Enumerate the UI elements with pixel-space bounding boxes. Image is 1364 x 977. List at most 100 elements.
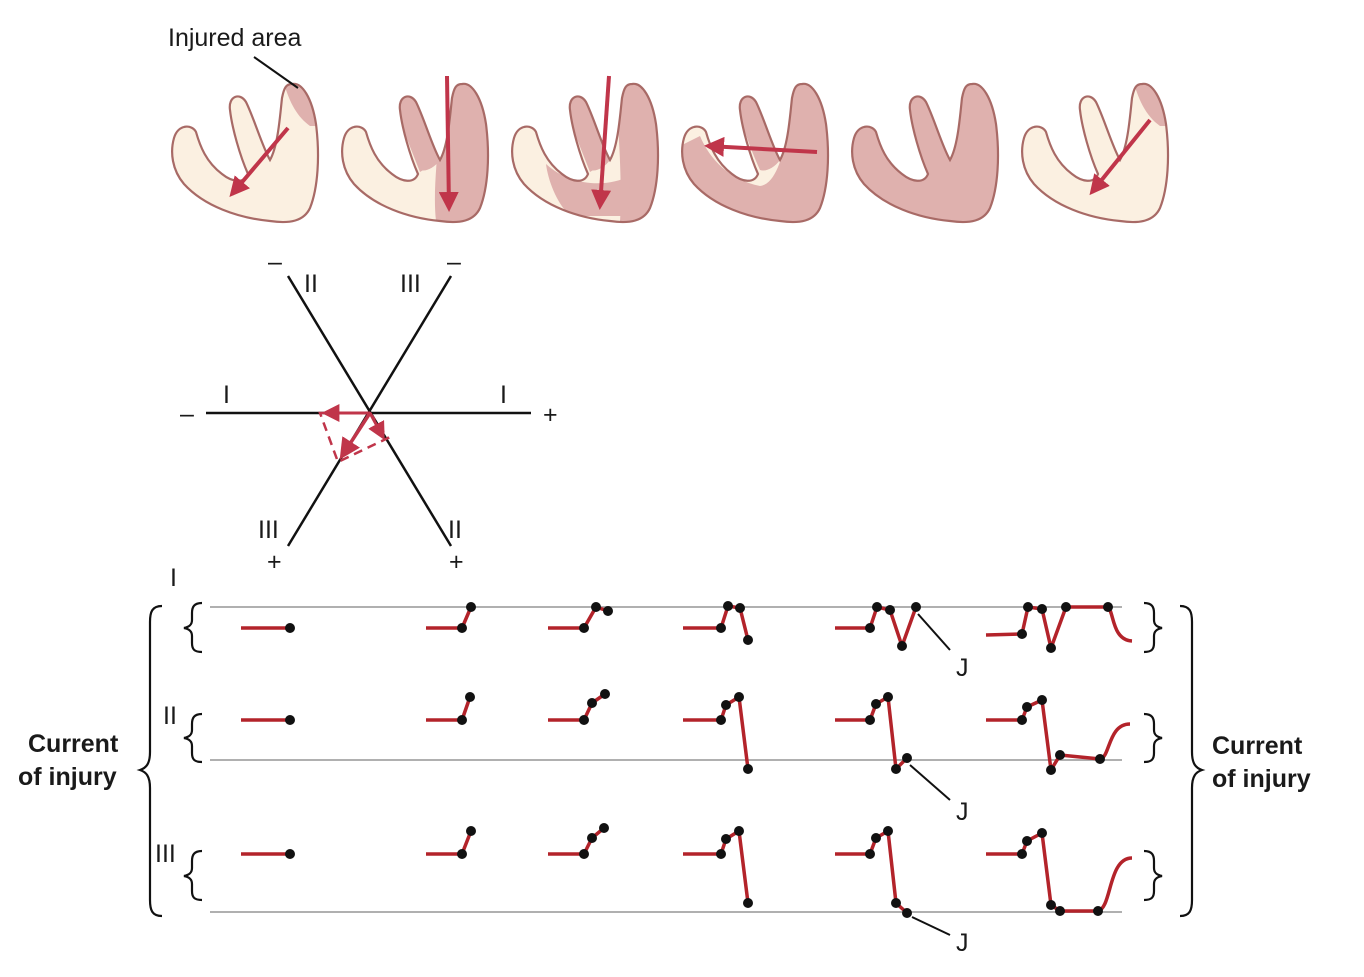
trace-point-dot xyxy=(735,603,745,613)
heart-vector-arrow xyxy=(704,136,818,157)
lead-III-axis xyxy=(286,275,453,547)
trace-point-dot xyxy=(1046,643,1056,653)
small-brace-left-II xyxy=(183,712,203,764)
small-brace-left-III xyxy=(183,849,203,902)
lead-III-label-top: III xyxy=(400,270,421,298)
trace-point-dot xyxy=(1046,900,1056,910)
trace-lead-II-label: II xyxy=(163,702,177,730)
trace-lead-II-3 xyxy=(548,692,606,722)
trace-point-dot xyxy=(285,849,295,859)
trace-point-dot xyxy=(743,635,753,645)
trace-point-dot xyxy=(743,898,753,908)
trace-point-dot xyxy=(865,849,875,859)
trace-point-dot xyxy=(885,605,895,615)
trace-lead-I-label: I xyxy=(170,564,177,592)
trace-point-dot xyxy=(285,715,295,725)
heart-stage-4 xyxy=(681,82,830,224)
ecg-traces: I II III J J J xyxy=(155,564,1133,957)
trace-point-dot xyxy=(902,753,912,763)
trace-point-dot xyxy=(883,692,893,702)
trace-point-dot xyxy=(871,699,881,709)
trace-point-dot xyxy=(911,602,921,612)
small-brace-right-III xyxy=(1143,849,1163,902)
trace-point-dot xyxy=(1017,629,1027,639)
lead-III-plus: + xyxy=(267,548,282,576)
trace-point-dot xyxy=(285,623,295,633)
trace-point-dot xyxy=(721,834,731,844)
trace-point-dot xyxy=(1022,702,1032,712)
trace-point-dot xyxy=(466,826,476,836)
trace-point-dot xyxy=(891,898,901,908)
lead-I-minus: – xyxy=(180,400,194,428)
trace-point-dot xyxy=(1055,750,1065,760)
trace-lead-II-5 xyxy=(835,695,909,771)
heart-stage-5 xyxy=(851,82,1000,224)
trace-point-dot xyxy=(883,826,893,836)
trace-lead-III-3 xyxy=(548,826,606,856)
lead-II-label-top: II xyxy=(304,270,318,298)
trace-lead-III-6 xyxy=(986,831,1098,913)
trace-point-dot xyxy=(723,601,733,611)
trace-point-dot xyxy=(466,602,476,612)
trace-point-dot xyxy=(1023,602,1033,612)
trace-point-dot xyxy=(743,764,753,774)
trace-point-dot xyxy=(579,715,589,725)
trace-point-dot xyxy=(1061,602,1071,612)
trace-point-dot xyxy=(716,715,726,725)
heart-sequence xyxy=(171,75,1170,224)
trace-point-dot xyxy=(579,623,589,633)
trace-point-dot xyxy=(865,715,875,725)
trace-point-dot xyxy=(902,908,912,918)
right-big-brace xyxy=(1179,604,1206,918)
heart-vector-arrow xyxy=(438,75,459,212)
j-label-II: J xyxy=(956,798,969,826)
trace-lead-I-tail xyxy=(1106,605,1133,643)
heart-stage-2 xyxy=(341,75,490,224)
trace-point-dot xyxy=(465,692,475,702)
trace-point-dot xyxy=(1017,715,1027,725)
lead-I-plus: + xyxy=(543,401,558,429)
trace-point-dot xyxy=(1055,906,1065,916)
trace-lead-I-5 xyxy=(835,605,918,648)
j-label-III: J xyxy=(956,929,969,957)
trace-point-dot xyxy=(716,849,726,859)
small-brace-right-I xyxy=(1143,601,1163,654)
lead-I-label-left: I xyxy=(223,381,230,409)
trace-point-dot xyxy=(599,823,609,833)
heart-stage-6 xyxy=(1021,82,1170,224)
trace-point-dot xyxy=(871,833,881,843)
current-of-injury-right: Current of injury xyxy=(1212,732,1311,793)
heart-vector-arrow xyxy=(1089,118,1152,196)
heart-stage-3 xyxy=(511,75,660,224)
trace-point-dot xyxy=(1017,849,1027,859)
trace-point-dot xyxy=(1103,602,1113,612)
trace-point-dot xyxy=(457,623,467,633)
trace-point-dot xyxy=(891,764,901,774)
trace-lead-I-3 xyxy=(548,605,609,630)
injured-area-label: Injured area xyxy=(168,24,302,52)
trace-point-dot xyxy=(457,715,467,725)
lead-II-minus: – xyxy=(268,248,282,276)
trace-point-dot xyxy=(1022,836,1032,846)
lead-II-plus: + xyxy=(449,548,464,576)
trace-lead-II-4 xyxy=(683,695,750,770)
trace-point-dot xyxy=(603,606,613,616)
j-leader-II xyxy=(909,764,951,801)
left-big-brace xyxy=(136,604,163,918)
trace-point-dot xyxy=(734,826,744,836)
trace-point-dot xyxy=(872,602,882,612)
small-brace-right-II xyxy=(1143,712,1163,764)
trace-point-dot xyxy=(897,641,907,651)
trace-point-dot xyxy=(587,698,597,708)
trace-point-dot xyxy=(1095,754,1105,764)
injured-area-leader xyxy=(253,56,299,89)
trace-point-dot xyxy=(1093,906,1103,916)
trace-point-dot xyxy=(716,623,726,633)
lead-I-label-right: I xyxy=(500,381,507,409)
hexaxial-reference: I I – + II – II + III – III + xyxy=(180,248,558,576)
injured-region xyxy=(682,83,828,221)
trace-point-dot xyxy=(865,623,875,633)
trace-point-dot xyxy=(1037,828,1047,838)
current-of-injury-left: Current of injury xyxy=(18,730,125,791)
trace-lead-I-6 xyxy=(985,605,1108,650)
